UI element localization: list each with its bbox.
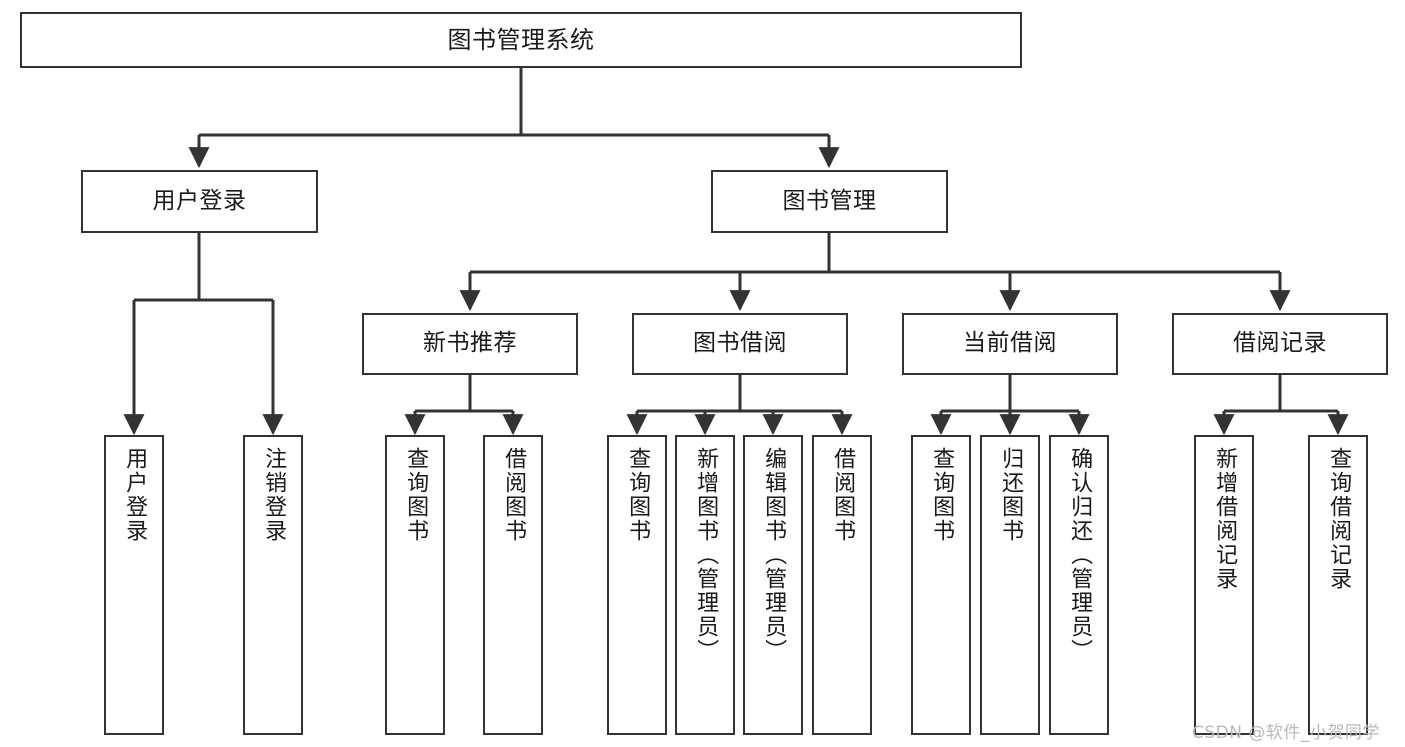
node-leaf-confirm-return[interactable]: 确认归还（管理员） bbox=[1049, 435, 1109, 735]
node-leaf-query-book-borrow[interactable]: 查询图书 bbox=[607, 435, 667, 735]
node-new-book-recommend[interactable]: 新书推荐 bbox=[362, 313, 578, 375]
node-label: 注销登录 bbox=[261, 447, 287, 543]
node-label: 用户登录 bbox=[152, 187, 247, 214]
node-borrow-record[interactable]: 借阅记录 bbox=[1172, 313, 1388, 375]
node-user-login[interactable]: 用户登录 bbox=[81, 170, 318, 233]
node-leaf-return-book[interactable]: 归还图书 bbox=[980, 435, 1040, 735]
node-label: 查询图书 bbox=[625, 447, 651, 543]
node-label: 当前借阅 bbox=[963, 330, 1057, 357]
node-label: 查询图书 bbox=[403, 447, 429, 543]
node-leaf-query-book-recommend[interactable]: 查询图书 bbox=[385, 435, 445, 735]
node-label: 图书借阅 bbox=[693, 330, 787, 357]
node-label: 图书管理系统 bbox=[447, 25, 595, 54]
node-label: 新增借阅记录 bbox=[1212, 447, 1238, 591]
node-leaf-borrow-book-recommend[interactable]: 借阅图书 bbox=[483, 435, 543, 735]
node-leaf-edit-book[interactable]: 编辑图书（管理员） bbox=[743, 435, 803, 735]
node-label: 归还图书 bbox=[998, 447, 1024, 543]
node-leaf-user-logout[interactable]: 注销登录 bbox=[243, 435, 303, 735]
node-label: 借阅图书 bbox=[501, 447, 527, 543]
node-book-borrow[interactable]: 图书借阅 bbox=[632, 313, 848, 375]
node-leaf-query-book-current[interactable]: 查询图书 bbox=[911, 435, 971, 735]
node-current-borrow[interactable]: 当前借阅 bbox=[902, 313, 1118, 375]
node-label: 借阅图书 bbox=[830, 447, 856, 543]
node-label: 编辑图书（管理员） bbox=[761, 447, 787, 663]
node-label: 用户登录 bbox=[122, 447, 148, 543]
node-label: 查询借阅记录 bbox=[1326, 447, 1352, 591]
csdn-watermark: CSDN @软件_小贺同学 bbox=[1192, 723, 1380, 743]
node-book-manage[interactable]: 图书管理 bbox=[711, 170, 948, 233]
node-leaf-user-login[interactable]: 用户登录 bbox=[104, 435, 164, 735]
node-label: 借阅记录 bbox=[1233, 330, 1327, 357]
node-label: 查询图书 bbox=[929, 447, 955, 543]
node-root-book-management-system[interactable]: 图书管理系统 bbox=[20, 12, 1022, 68]
node-label: 确认归还（管理员） bbox=[1067, 447, 1093, 663]
node-label: 新书推荐 bbox=[423, 330, 517, 357]
node-label: 图书管理 bbox=[782, 187, 877, 214]
node-leaf-borrow-book[interactable]: 借阅图书 bbox=[812, 435, 872, 735]
node-leaf-add-book[interactable]: 新增图书（管理员） bbox=[675, 435, 735, 735]
node-leaf-query-borrow-record[interactable]: 查询借阅记录 bbox=[1308, 435, 1368, 735]
node-leaf-add-borrow-record[interactable]: 新增借阅记录 bbox=[1194, 435, 1254, 735]
node-label: 新增图书（管理员） bbox=[693, 447, 719, 663]
